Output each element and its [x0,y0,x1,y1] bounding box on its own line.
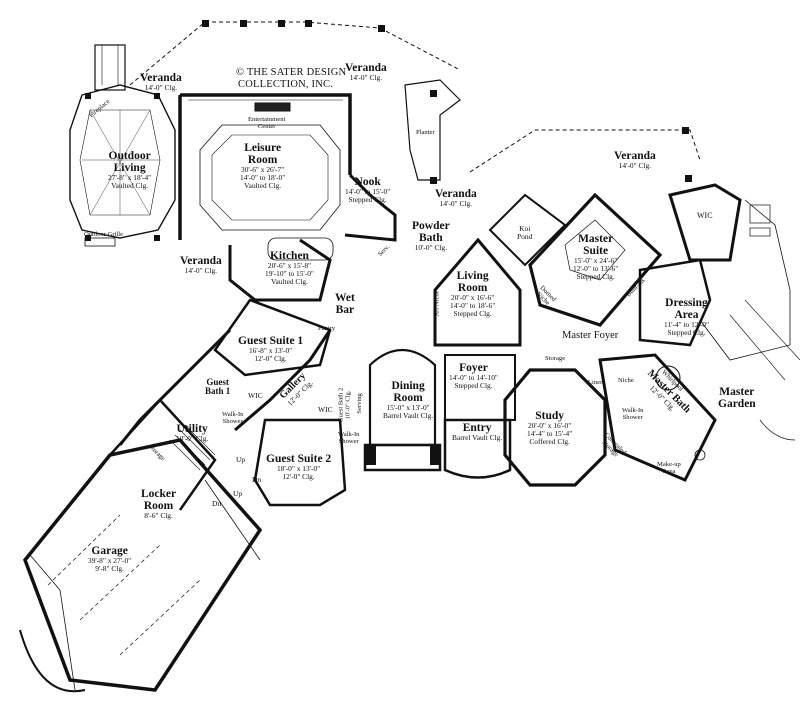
master-wic [668,183,742,262]
study-walls [503,368,607,487]
up-label-2: Up [233,489,243,498]
entertainment-center-label: Entertainment Center [248,116,286,130]
nook-label: Nook 14'-0" to 15'-0" Stepped Clg. [345,176,391,204]
planter-label: Planter [416,129,435,136]
wic-guest1-label: WIC [248,391,263,400]
living-room-label: Living Room 20'-0" x 16'-6" 14'-0" to 18… [450,270,496,318]
kitchen-walls [228,238,332,302]
dining-room-label: Dining Room 15'-0" x 13'-0" Barrel Vault… [383,380,434,420]
veranda-east-label: Veranda 14'-0" Clg. [614,150,656,171]
up-label-1: Up [236,455,246,464]
master-suite-label: Master Suite 15'-0" x 24'-6" 12'-0" to 1… [573,233,619,281]
credit-line1: © THE SATER DESIGN [236,67,347,78]
linen-label: Linen [588,379,604,386]
living-room-walls [433,237,522,347]
dining-room-walls [368,349,437,447]
art-niche-label: Art Niche [433,290,441,317]
master-garden-label: Master Garden [718,386,756,411]
planter [404,79,461,181]
dressing-area [638,258,712,347]
powder-bath-label: Powder Bath 10'-0" Clg. [412,220,450,253]
fireplace-chimney [94,44,126,91]
veranda-boundary-east [469,129,701,173]
guest-suite1-walls [213,298,332,377]
dressing-area-label: Dressing Area 11'-4" to 12'-0" Stepped C… [664,297,709,337]
walkin-shower-g1-label: Walk-In Shower [222,411,244,425]
copyright-credit: © THE SATER DESIGN COLLECTION, INC. [236,67,346,90]
outdoor-living-outline [69,84,176,239]
walkin-shower-g2-label: Walk-In Shower [338,431,360,445]
study-label: Study 20'-0" x 16'-0" 14'-4" to 15'-4" C… [527,410,573,446]
veranda-ne-label: Veranda 14'-0" Clg. [345,62,387,83]
makeup-area-label: Make-up Area [657,461,681,475]
storage-foyer-label: Storage [545,355,566,362]
veranda-center-label: Veranda 14'-0" Clg. [435,188,477,209]
guest-suite2-label: Guest Suite 2 18'-0" x 13'-0" 12'-0" Clg… [266,453,332,481]
entry-label: Entry Barrel Vault Clg. [452,422,503,443]
walkin-shower-master-label: Walk-In Shower [622,407,644,421]
locker-room-walls [109,398,217,511]
guest-suite2-walls [253,418,347,507]
veranda-nw-label: Veranda 14'-0" Clg. [140,72,182,93]
veranda-west-label: Veranda 14'-0" Clg. [180,255,222,276]
foyer-label: Foyer 14'-0" to 14'-10" Stepped Clg. [449,362,498,390]
dn-label-1: Dn [252,475,262,484]
nook-walls [344,173,397,242]
kitchen-label: Kitchen 20'-6" x 15'-8" 19'-10" to 15'-0… [265,250,314,286]
niche-label: Niche [618,377,634,384]
wic-guest2-label: WIC [318,405,333,414]
guest-bath1-label: Guest Bath 1 [205,377,231,397]
leisure-room-label: Leisure Room 30'-6" x 26'-7" 14'-0" to 1… [240,142,286,190]
guest-bath2-label: Guest Bath 2 10'-0" Clg. [337,387,352,423]
guest-suite1-label: Guest Suite 1 16'-8" x 13'-0" 12'-0" Clg… [238,335,304,363]
wet-bar-label: Wet Bar [335,292,355,317]
serving-label: Serving [355,393,363,414]
locker-room-label: Locker Room 8'-6" Clg. [141,488,177,521]
outdoor-living-label: Outdoor Living 27'-8" x 18'-4" Vaulted C… [108,150,152,190]
entry-walls [443,418,512,479]
stairs [169,424,216,471]
outdoor-grille-label: Outdoor Grille [84,231,124,238]
garage-label: Garage 39'-8" x 27'-0" 9'-8" Clg. [88,545,132,573]
master-garden-boundary [699,199,791,361]
koi-pond-label: Koi Pond [517,224,533,241]
utility-label: Utility 10'-0" Clg. [176,423,209,444]
credit-line2: COLLECTION, INC. [238,78,334,90]
master-suite-walls [528,192,663,327]
leisure-walls [178,93,352,240]
pantry-label: Pantry [318,325,336,332]
dn-label-2: Dn [212,499,222,508]
garage-walls [23,438,263,692]
master-wic-label: WIC [697,211,713,220]
master-foyer-label: Master Foyer [562,330,619,341]
